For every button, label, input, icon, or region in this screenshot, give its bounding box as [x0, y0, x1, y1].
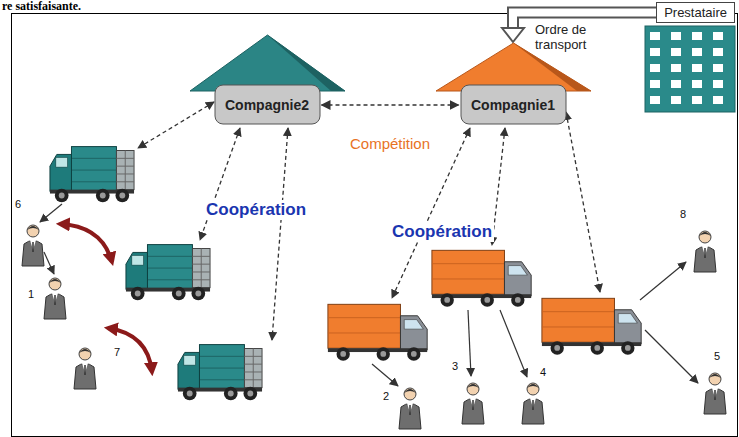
cooperation-link: [566, 112, 600, 292]
truck-teal: [126, 245, 210, 301]
callout-number: 5: [714, 350, 720, 362]
provider-box: Prestataire: [656, 2, 735, 23]
client-person: [704, 373, 726, 414]
exchange-arrow: [108, 328, 152, 372]
delivery-arrow: [44, 252, 54, 274]
client-person: [399, 388, 421, 429]
callout-number: 3: [452, 360, 458, 372]
cooperation-label: Coopération: [204, 200, 308, 220]
company-label-box: Compagnie2: [215, 85, 320, 124]
cooperation-link: [200, 128, 240, 240]
node-text: Prestataire: [664, 5, 727, 20]
callout-number: 2: [383, 390, 389, 402]
arrow-head: [502, 28, 524, 42]
client-person: [22, 225, 44, 266]
truck-teal: [50, 147, 134, 203]
delivery-arrow: [640, 262, 686, 300]
edge-label: Compétition: [350, 135, 430, 152]
delivery-arrow: [468, 310, 471, 376]
competition-line: [322, 104, 459, 106]
company-label-box: Compagnie1: [461, 85, 566, 124]
callout-number: 8: [680, 208, 686, 220]
caption-fragment: re satisfaisante.: [2, 0, 81, 14]
cooperation-link: [272, 128, 288, 340]
callout-number: 1: [28, 288, 34, 300]
company-house: Compagnie1: [436, 42, 591, 125]
delivery-arrow: [500, 310, 527, 377]
exchange-arrow: [60, 224, 112, 262]
house-outline: [436, 42, 591, 125]
client-person: [462, 383, 484, 424]
cooperation-label: Coopération: [390, 222, 494, 242]
truck-teal: [178, 345, 262, 401]
node-text: Compagnie2: [225, 97, 309, 113]
truck-orange: [328, 304, 427, 360]
cooperation-link: [138, 102, 214, 148]
company-house: Compagnie2: [190, 34, 345, 125]
connector: [322, 105, 459, 106]
delivery-arrow: [40, 204, 62, 222]
node-text: Compagnie1: [471, 97, 555, 113]
provider-building: [645, 26, 735, 112]
edge-label: Ordre de transport: [535, 22, 615, 52]
client-person: [522, 383, 544, 424]
client-person: [44, 278, 66, 319]
delivery-arrow: [645, 330, 698, 383]
truck-orange: [542, 298, 641, 354]
truck-orange: [432, 250, 531, 306]
client-person: [74, 348, 96, 389]
callout-number: 7: [114, 346, 120, 358]
client-person: [694, 231, 716, 272]
figure-frame: [12, 14, 738, 437]
callout-number: 6: [15, 198, 21, 210]
delivery-arrow: [372, 364, 398, 386]
callout-number: 4: [540, 366, 546, 378]
